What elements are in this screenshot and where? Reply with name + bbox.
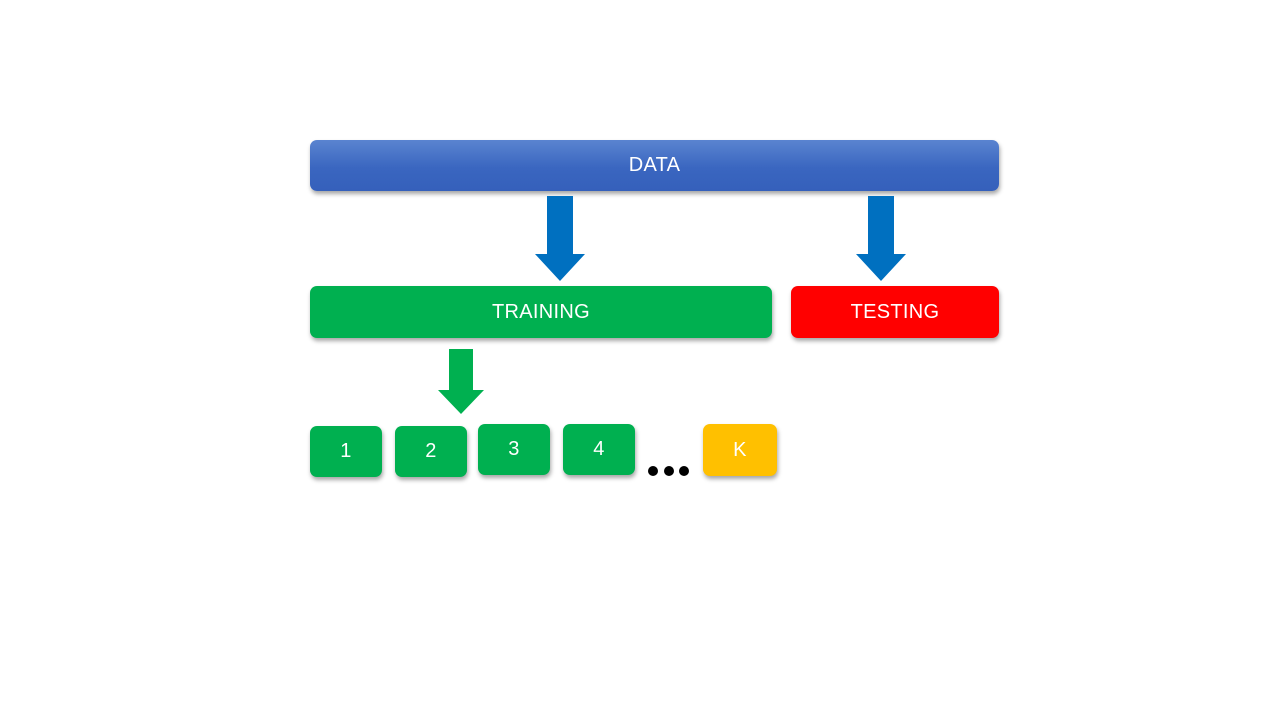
dot	[664, 466, 674, 476]
testing-label: TESTING	[850, 300, 940, 323]
last-fold-box: K	[703, 424, 777, 476]
dot	[679, 466, 689, 476]
down-arrow-icon	[438, 349, 484, 414]
fold-box: 1	[310, 426, 382, 477]
down-arrow-icon	[535, 196, 585, 281]
dot	[648, 466, 658, 476]
fold-box: 4	[563, 424, 635, 475]
last-fold-label: K	[733, 438, 747, 461]
fold-label: 1	[340, 440, 352, 462]
fold-label: 2	[425, 440, 437, 462]
data-box: DATA	[310, 140, 999, 191]
data-label: DATA	[628, 154, 681, 176]
fold-label: 3	[508, 438, 520, 460]
training-box: TRAINING	[310, 286, 772, 338]
testing-box: TESTING	[791, 286, 999, 338]
training-label: TRAINING	[492, 300, 590, 323]
fold-box: 2	[395, 426, 467, 477]
fold-box: 3	[478, 424, 550, 475]
down-arrow-icon	[856, 196, 906, 281]
fold-label: 4	[593, 438, 605, 460]
